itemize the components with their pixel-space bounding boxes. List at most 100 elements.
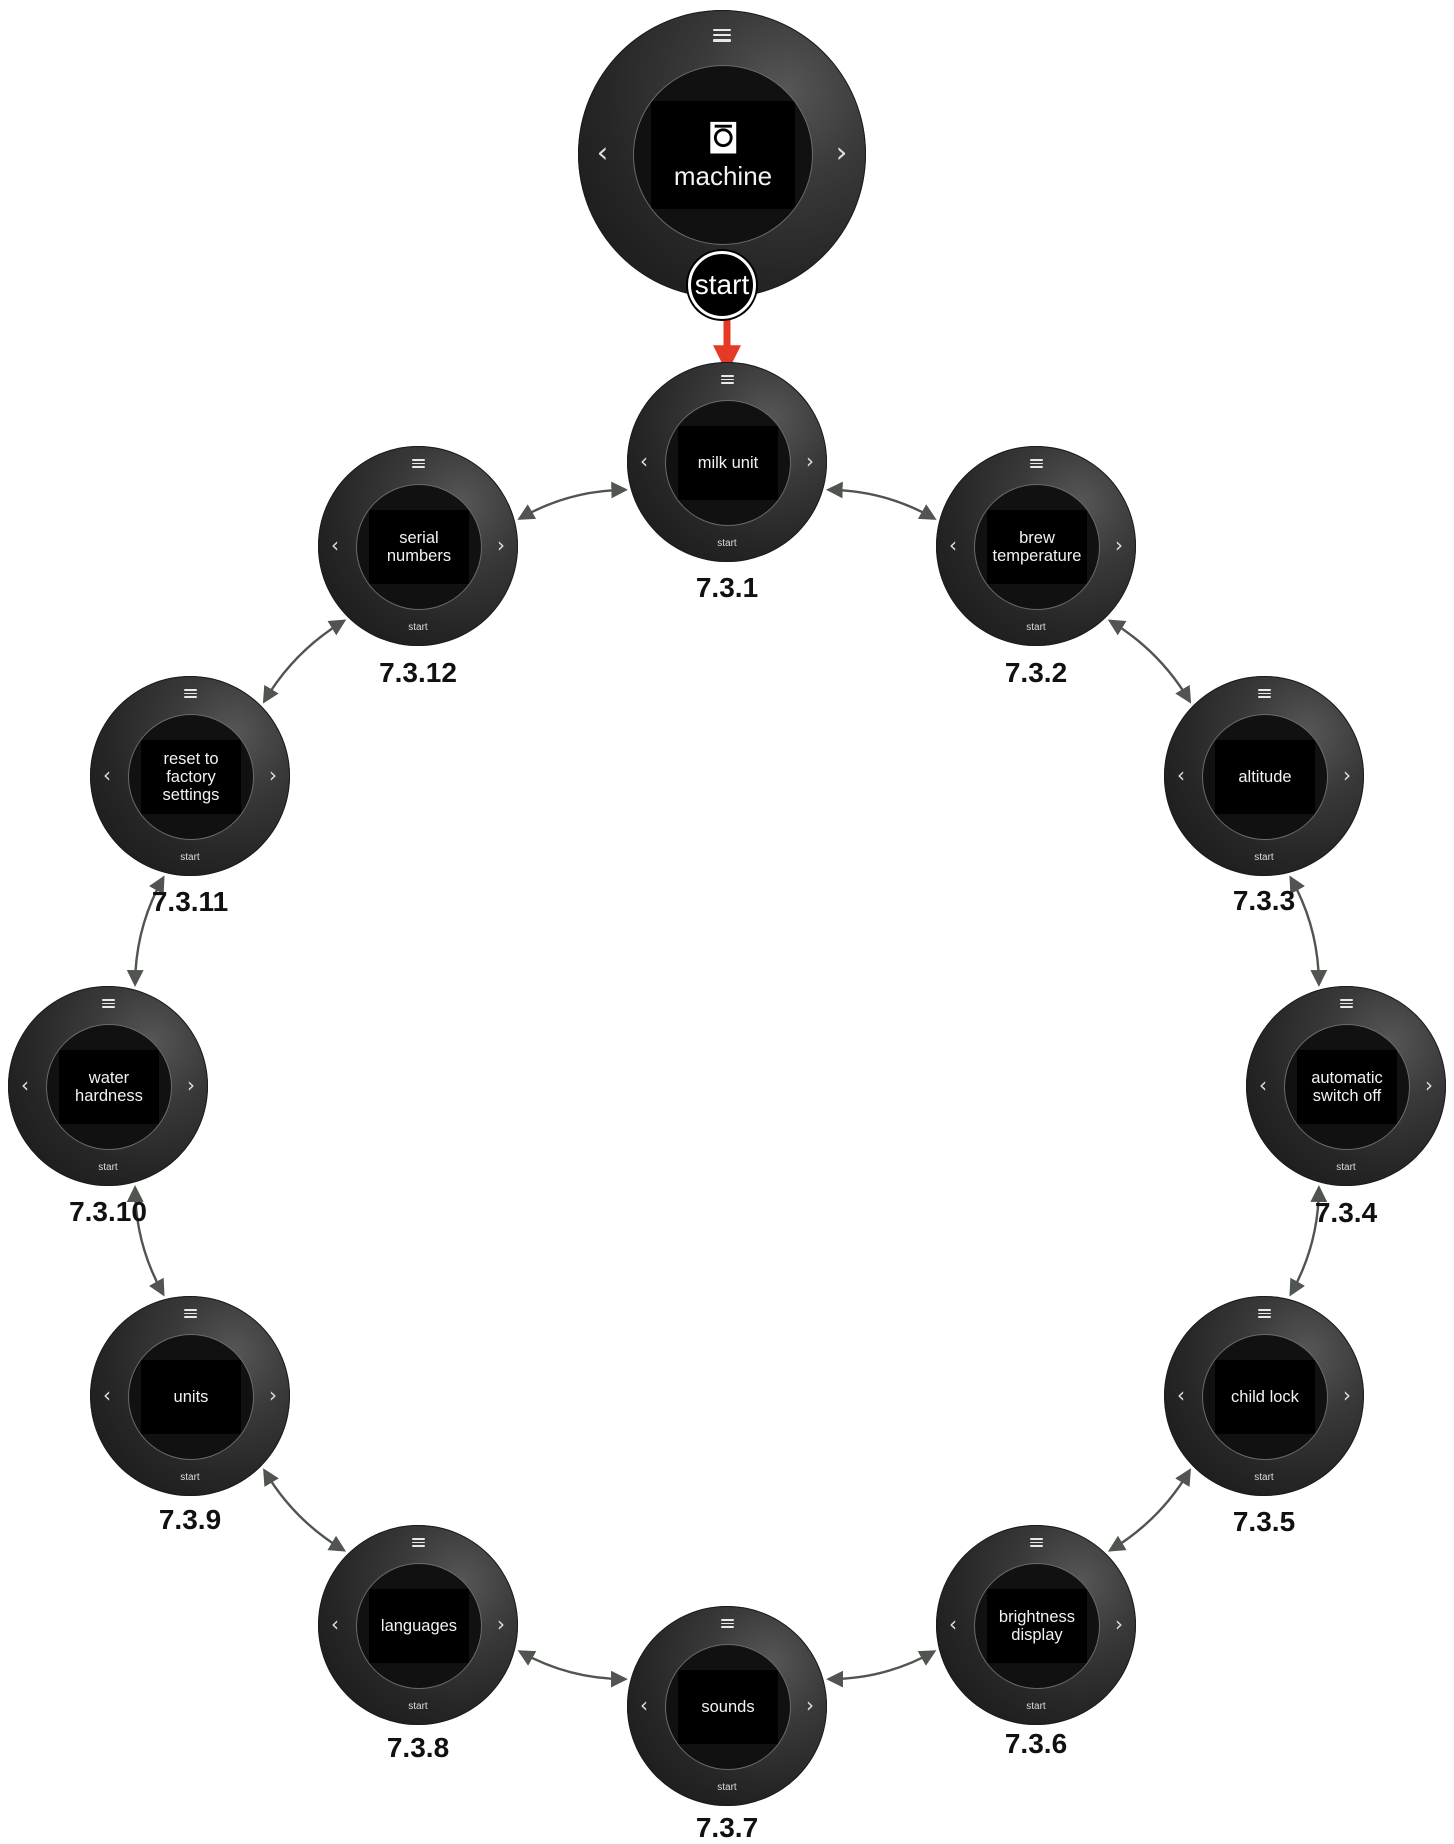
menu-dial-7-3-11: reset to factory settings ‹ › start <box>90 676 290 876</box>
chevron-left-icon[interactable]: ‹ <box>596 135 609 170</box>
screen-label: sounds <box>701 1697 755 1716</box>
dial-screen: sounds <box>677 1669 779 1745</box>
dial-ring[interactable]: brightness display <box>974 1563 1100 1689</box>
chevron-left-icon[interactable]: ‹ <box>331 1612 339 1636</box>
start-label[interactable]: start <box>180 1472 200 1483</box>
start-label[interactable]: start <box>180 852 200 863</box>
dial-ring[interactable]: child lock <box>1202 1334 1328 1460</box>
chevron-right-icon[interactable]: › <box>1343 763 1351 787</box>
chevron-right-icon[interactable]: › <box>1115 533 1123 557</box>
chevron-left-icon[interactable]: ‹ <box>640 1693 648 1717</box>
start-button[interactable]: start <box>688 251 756 319</box>
menu-icon[interactable] <box>183 689 197 698</box>
menu-dial-7-3-7: sounds ‹ › start <box>627 1606 827 1806</box>
screen-label: water hardness <box>75 1068 143 1105</box>
dial-screen: automatic switch off <box>1296 1049 1398 1125</box>
chevron-right-icon[interactable]: › <box>497 533 505 557</box>
start-label[interactable]: start <box>408 1701 428 1712</box>
menu-icon[interactable] <box>1339 999 1353 1008</box>
chevron-right-icon[interactable]: › <box>806 1693 814 1717</box>
node-id-label: 7.3.2 <box>1004 657 1068 688</box>
start-label[interactable]: start <box>1026 622 1046 633</box>
node-id-label: 7.3.10 <box>69 1196 147 1227</box>
screen-label: units <box>173 1387 209 1406</box>
chevron-left-icon[interactable]: ‹ <box>1177 763 1185 787</box>
chevron-right-icon[interactable]: › <box>269 763 277 787</box>
chevron-right-icon[interactable]: › <box>187 1073 195 1097</box>
menu-icon[interactable] <box>1257 689 1271 698</box>
link-arrow <box>263 1468 347 1552</box>
menu-icon[interactable] <box>1029 459 1043 468</box>
screen-label: machine <box>673 161 773 192</box>
menu-icon[interactable] <box>411 459 425 468</box>
chevron-left-icon[interactable]: ‹ <box>640 449 648 473</box>
node-id-label: 7.3.3 <box>1232 885 1296 916</box>
menu-icon[interactable] <box>720 375 734 384</box>
start-label[interactable]: start <box>1026 1701 1046 1712</box>
dial-screen: water hardness <box>58 1049 160 1125</box>
chevron-right-icon[interactable]: › <box>1115 1612 1123 1636</box>
dial-screen: milk unit <box>677 425 779 501</box>
start-label[interactable]: start <box>1336 1162 1356 1173</box>
start-label[interactable]: start <box>408 622 428 633</box>
chevron-right-icon[interactable]: › <box>269 1383 277 1407</box>
chevron-left-icon[interactable]: ‹ <box>1259 1073 1267 1097</box>
screen-label: reset to factory settings <box>162 749 220 805</box>
menu-dial-7-3-2: brew temperature ‹ › start <box>936 446 1136 646</box>
link-arrow <box>126 875 165 987</box>
chevron-left-icon[interactable]: ‹ <box>331 533 339 557</box>
root-dial-machine: machine ‹ › <box>578 10 866 298</box>
chevron-left-icon[interactable]: ‹ <box>949 533 957 557</box>
menu-icon[interactable] <box>1257 1309 1271 1318</box>
chevron-right-icon[interactable]: › <box>1343 1383 1351 1407</box>
dial-ring[interactable]: sounds <box>665 1644 791 1770</box>
menu-icon[interactable] <box>720 1619 734 1628</box>
dial-ring[interactable]: brew temperature <box>974 484 1100 610</box>
node-id-label: 7.3.9 <box>158 1504 222 1535</box>
menu-icon[interactable] <box>101 999 115 1008</box>
dial-ring[interactable]: automatic switch off <box>1284 1024 1410 1150</box>
chevron-left-icon[interactable]: ‹ <box>103 1383 111 1407</box>
menu-icon[interactable] <box>1029 1538 1043 1547</box>
screen-label: brightness display <box>998 1607 1076 1644</box>
menu-icon[interactable] <box>411 1538 425 1547</box>
dial-screen: units <box>140 1359 242 1435</box>
screen-label: child lock <box>1231 1387 1299 1406</box>
dial-screen: child lock <box>1214 1359 1316 1435</box>
dial-ring[interactable]: reset to factory settings <box>128 714 254 840</box>
start-label[interactable]: start <box>1254 1472 1274 1483</box>
start-label[interactable]: start <box>98 1162 118 1173</box>
menu-icon[interactable] <box>712 28 732 42</box>
chevron-right-icon[interactable]: › <box>806 449 814 473</box>
chevron-right-icon[interactable]: › <box>1425 1073 1433 1097</box>
menu-dial-7-3-9: units ‹ › start <box>90 1296 290 1496</box>
chevron-right-icon[interactable]: › <box>835 135 848 170</box>
chevron-left-icon[interactable]: ‹ <box>21 1073 29 1097</box>
menu-dial-7-3-6: brightness display ‹ › start <box>936 1525 1136 1725</box>
node-id-label: 7.3.6 <box>1004 1728 1068 1759</box>
dial-ring[interactable]: water hardness <box>46 1024 172 1150</box>
chevron-left-icon[interactable]: ‹ <box>1177 1383 1185 1407</box>
start-label[interactable]: start <box>717 538 737 549</box>
menu-dial-7-3-8: languages ‹ › start <box>318 1525 518 1725</box>
link-arrow <box>1289 1185 1328 1297</box>
node-id-label: 7.3.12 <box>379 657 457 688</box>
start-label[interactable]: start <box>1254 852 1274 863</box>
menu-icon[interactable] <box>183 1309 197 1318</box>
screen-label: automatic switch off <box>1311 1068 1383 1105</box>
chevron-left-icon[interactable]: ‹ <box>103 763 111 787</box>
link-arrow <box>825 481 937 520</box>
dial-ring[interactable]: languages <box>356 1563 482 1689</box>
dial-ring[interactable]: altitude <box>1202 714 1328 840</box>
chevron-left-icon[interactable]: ‹ <box>949 1612 957 1636</box>
dial-ring[interactable]: milk unit <box>665 400 791 526</box>
dial-ring[interactable]: serial numbers <box>356 484 482 610</box>
coffee-machine-icon <box>710 121 736 154</box>
dial-ring[interactable]: machine <box>632 64 814 246</box>
dial-ring[interactable]: units <box>128 1334 254 1460</box>
start-label[interactable]: start <box>717 1782 737 1793</box>
screen-label: languages <box>380 1616 458 1635</box>
chevron-right-icon[interactable]: › <box>497 1612 505 1636</box>
